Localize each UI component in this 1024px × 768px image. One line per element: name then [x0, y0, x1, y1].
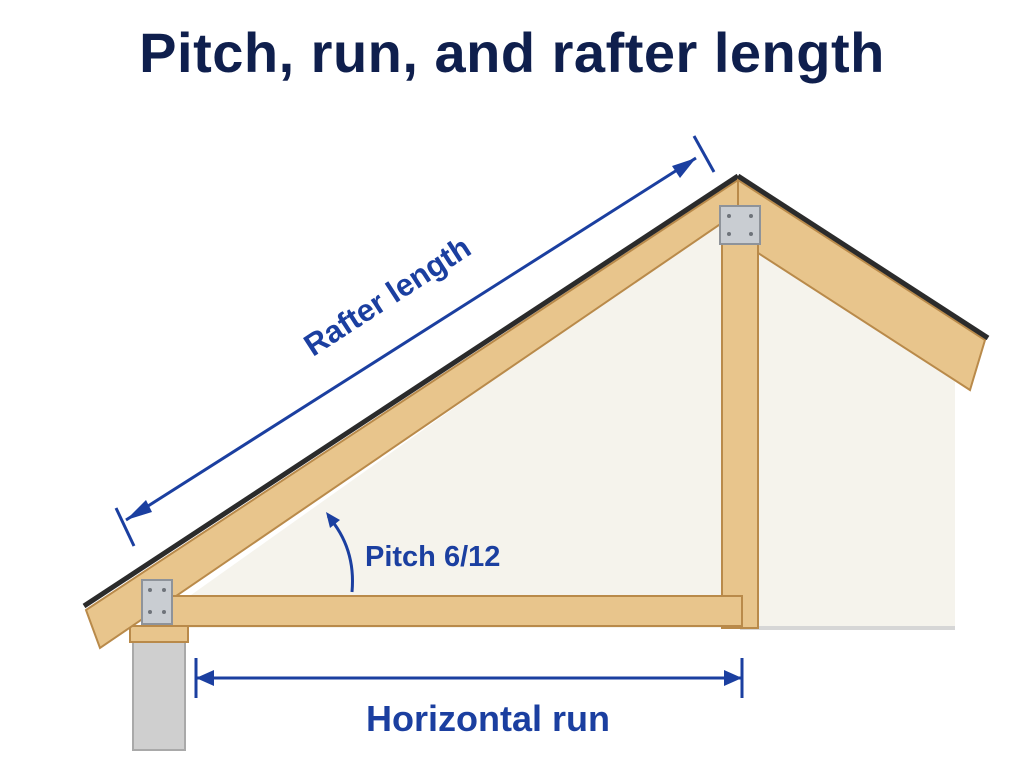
rafter-length-dimension — [114, 135, 716, 547]
pitch-label: Pitch 6/12 — [365, 541, 500, 573]
rafter-length-label: Rafter length — [298, 229, 477, 362]
wall-surface — [170, 206, 738, 628]
top-plate — [129, 625, 189, 643]
horizontal-run-dimension — [194, 658, 744, 698]
king-post — [721, 211, 759, 629]
peak-bracket — [719, 205, 761, 245]
concrete-post — [132, 639, 186, 751]
horizontal-run-label: Horizontal run — [366, 698, 610, 739]
left-roof-edge — [82, 173, 740, 609]
pitch-angle-arc — [326, 512, 354, 593]
right-roof-edge — [736, 173, 990, 341]
diagram-title: Pitch, run, and rafter length — [139, 21, 885, 84]
heel-bracket — [141, 579, 173, 625]
bottom-chord — [171, 595, 743, 627]
